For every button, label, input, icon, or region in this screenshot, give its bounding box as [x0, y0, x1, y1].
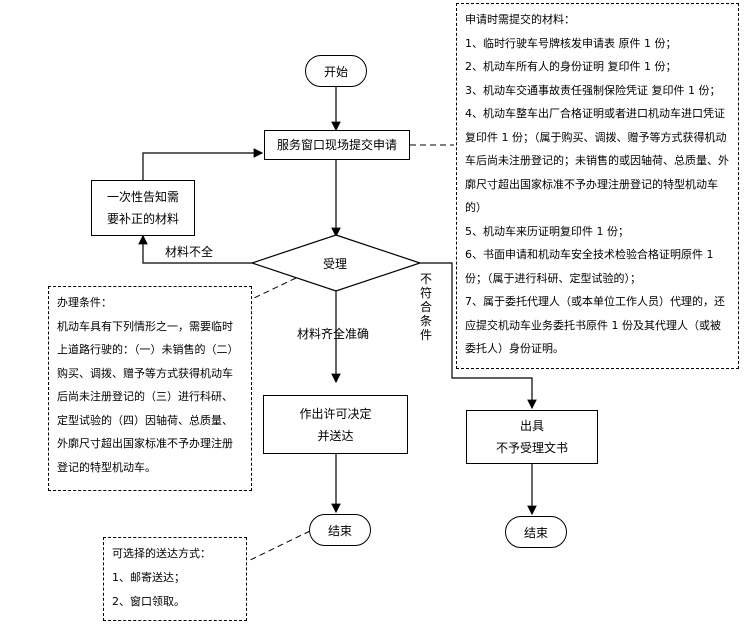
not-qualified-label: 不符合条件	[419, 272, 432, 342]
arrow-notify-to-submit	[142, 148, 264, 180]
start-label: 开始	[323, 64, 348, 79]
decision-box: 作出许可决定 并送达	[263, 395, 408, 454]
delivery-note: 可选择的送达方式： 1、邮寄送达； 2、窗口领取。	[103, 537, 247, 621]
arrow-review-to-reject	[420, 262, 537, 410]
reject-box: 出具 不予受理文书	[466, 410, 598, 464]
decision-label-line2: 并送达	[317, 428, 354, 443]
conditions-note-body: 机动车具有下列情形之一，需要临时上道路行驶的：（一）未销售的（二）购买、调拨、赠…	[57, 319, 239, 474]
delivery-item: 1、邮寄送达；	[112, 571, 185, 584]
delivery-note-title: 可选择的送达方式：	[112, 547, 211, 560]
start-node: 开始	[305, 55, 367, 87]
arrow-review-to-notify	[138, 234, 252, 264]
leader-review-to-conditions	[253, 277, 297, 299]
materials-item: 1、临时行驶车号牌核发申请表 原件 1 份；	[465, 36, 677, 50]
end-node-right: 结束	[505, 516, 567, 548]
materials-item: 2、机动车所有人的身份证明 复印件 1 份；	[465, 60, 677, 73]
materials-complete-label: 材料齐全准确	[297, 327, 370, 341]
notify-supplement-box: 一次性告知需 要补正的材料	[91, 180, 195, 236]
notify-label-line2: 要补正的材料	[106, 212, 179, 226]
materials-note-title: 申请时需提交的材料：	[465, 13, 575, 26]
review-label: 受理	[323, 257, 348, 271]
review-diamond	[250, 234, 422, 292]
materials-item: 5、机动车来历证明复印件 1 份；	[465, 224, 629, 238]
conditions-note-title: 办理条件：	[57, 296, 112, 309]
submit-application-label: 服务窗口现场提交申请	[276, 138, 397, 152]
decision-label-line1: 作出许可决定	[299, 406, 372, 421]
notify-label-line1: 一次性告知需	[106, 190, 179, 204]
materials-item: 6、书面申请和机动车安全技术检验合格证明原件 1 份；（属于进行科研、定型试验的…	[465, 248, 714, 285]
end-left-label: 结束	[327, 523, 352, 538]
materials-item: 3、机动车交通事故责任强制保险凭证 复印件 1 份；	[465, 83, 721, 97]
delivery-item: 2、窗口领取。	[112, 595, 185, 608]
leader-end-to-delivery	[245, 530, 311, 563]
reject-label-line1: 出具	[519, 419, 544, 433]
materials-item: 7、属于委托代理人（或本单位工作人员）代理的，还应提交机动车业务委托书原件 1 …	[465, 295, 725, 355]
reject-label-line2: 不予受理文书	[495, 441, 568, 455]
submit-application-box: 服务窗口现场提交申请	[264, 130, 410, 160]
materials-item: 4、机动车整车出厂合格证明或者进口机动车进口凭证 复印件 1 份；（属于购买、调…	[465, 107, 729, 214]
end-node-left: 结束	[309, 514, 371, 546]
materials-note: 申请时需提交的材料： 1、临时行驶车号牌核发申请表 原件 1 份； 2、机动车所…	[456, 3, 739, 369]
conditions-note: 办理条件： 机动车具有下列情形之一，需要临时上道路行驶的：（一）未销售的（二）购…	[48, 286, 252, 491]
materials-incomplete-label: 材料不全	[165, 245, 214, 259]
end-right-label: 结束	[523, 525, 548, 540]
